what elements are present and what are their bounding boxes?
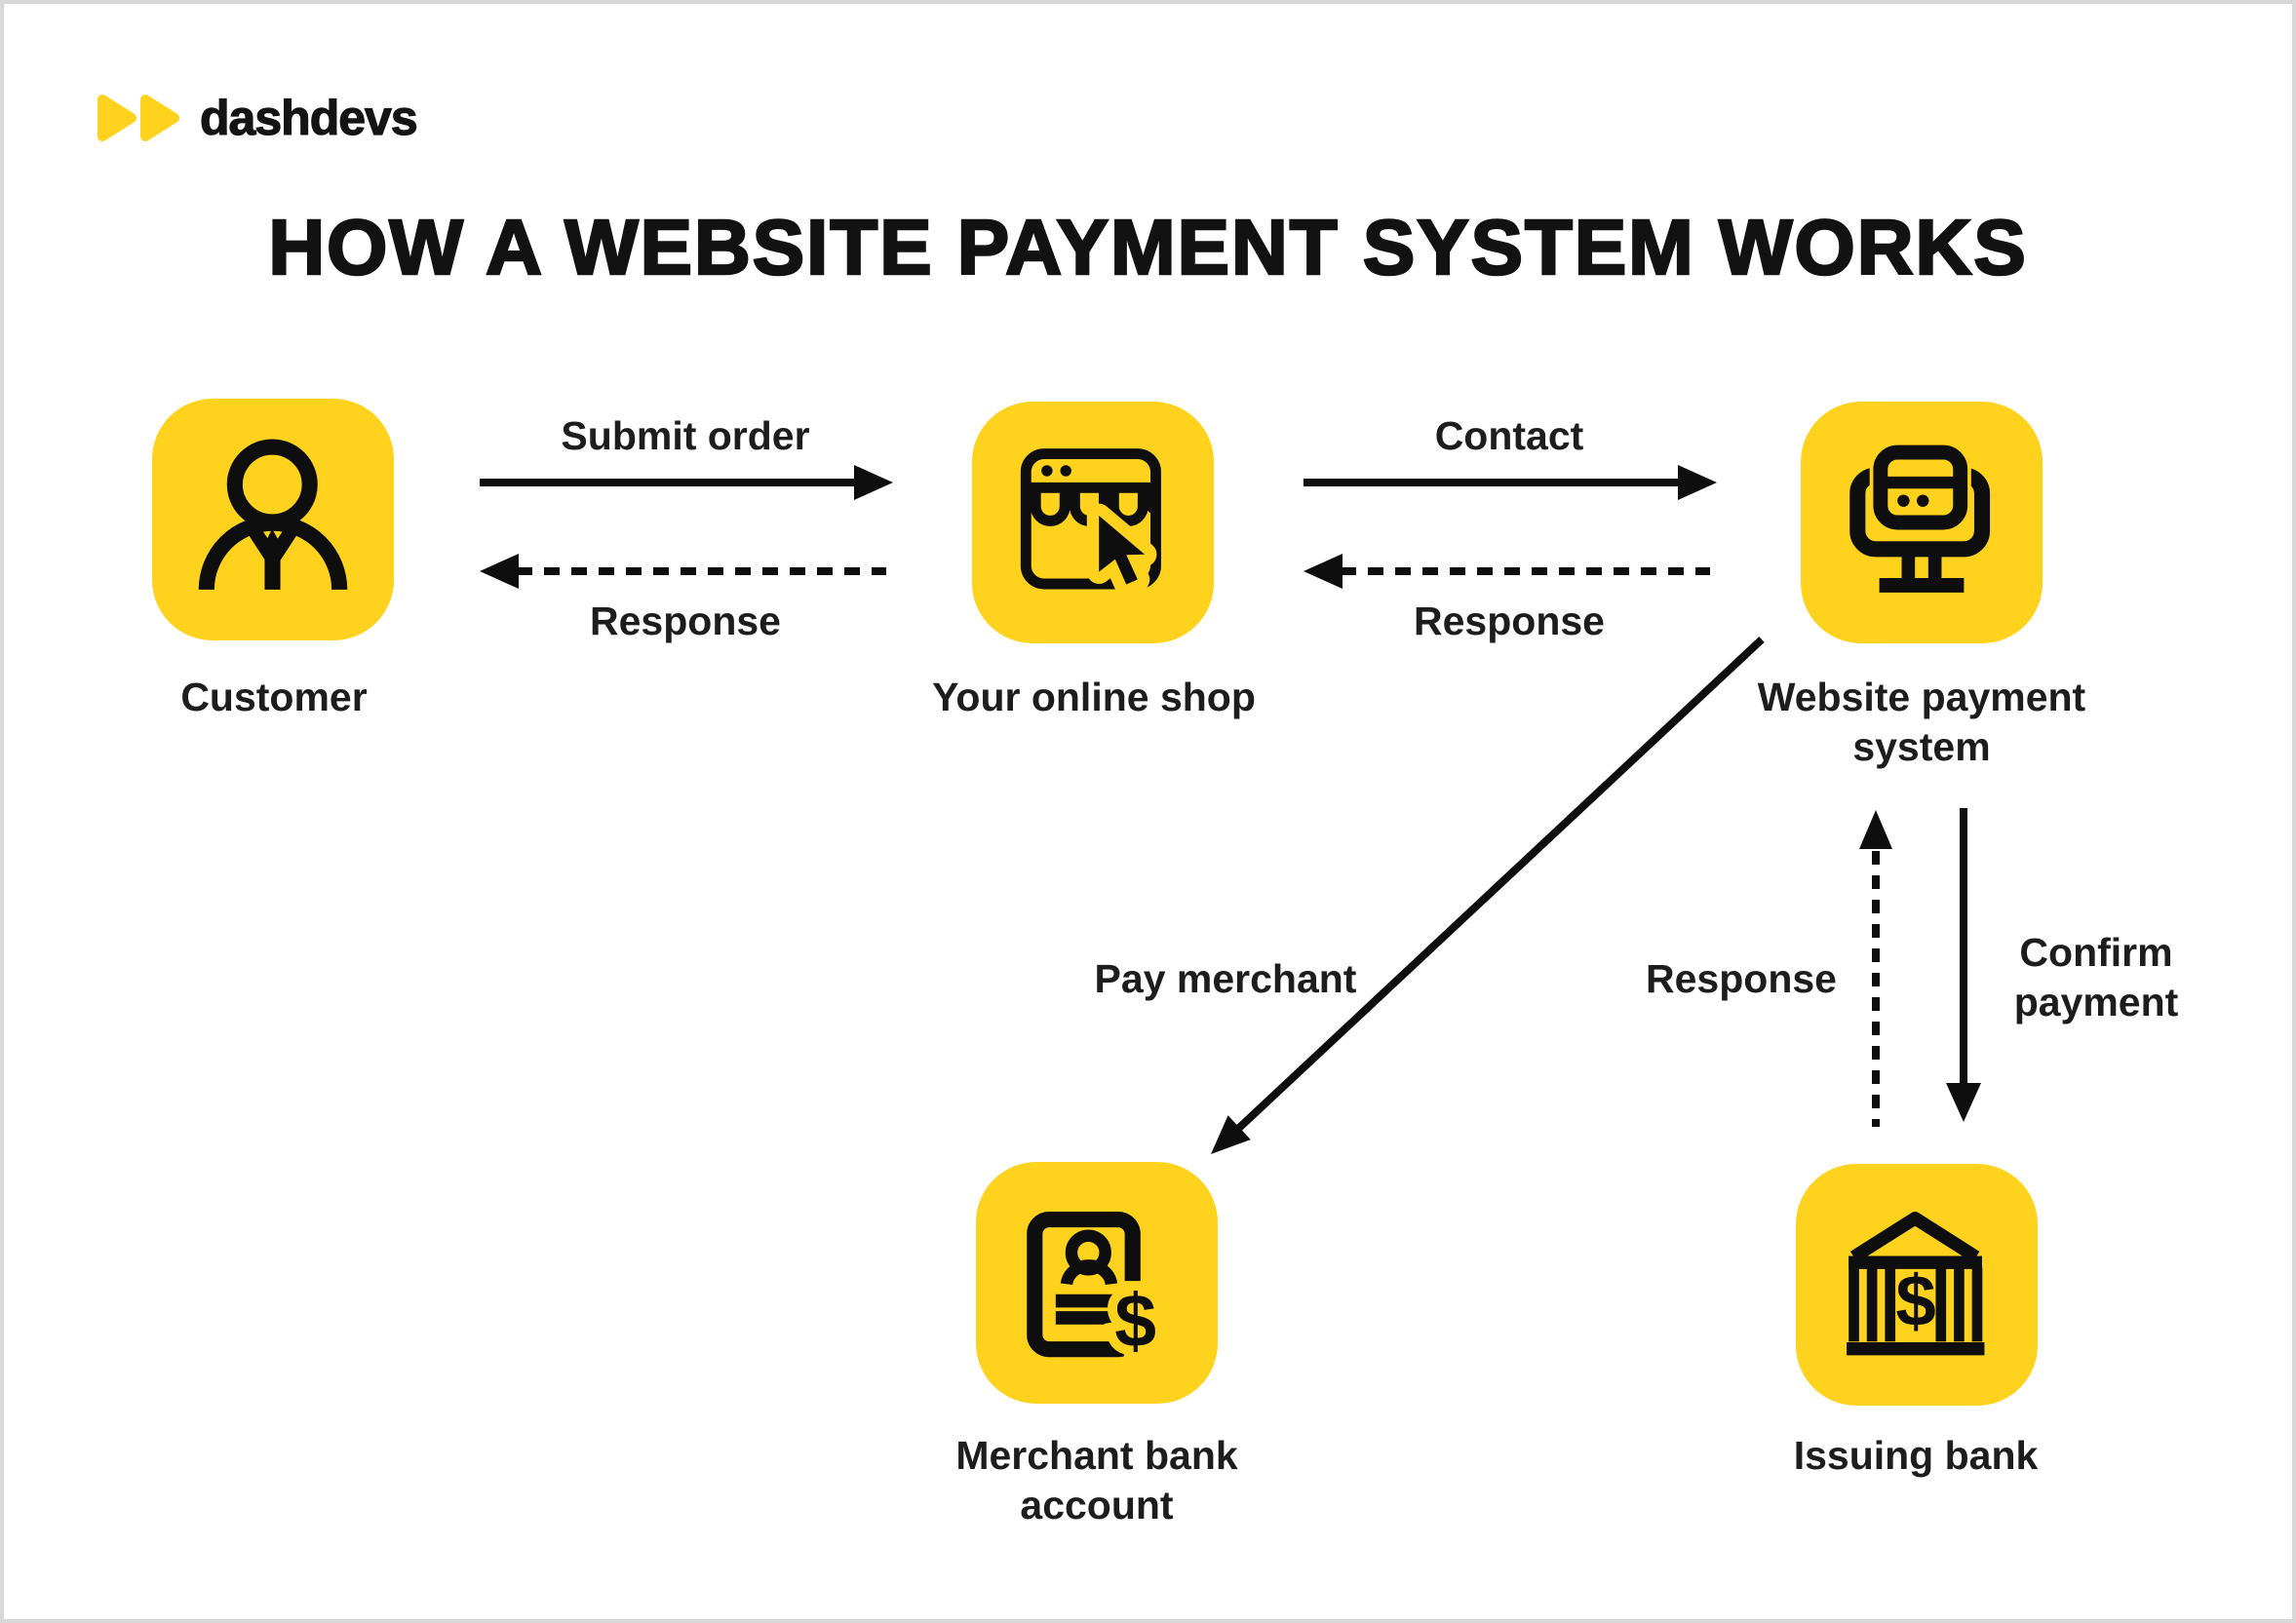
svg-text:$: $ — [1114, 1280, 1156, 1364]
edge-label-pay-merchant: Pay merchant — [1094, 956, 1357, 1001]
online-shop-node — [972, 402, 1214, 643]
customer-node — [152, 399, 394, 640]
payment-system-node — [1801, 402, 2043, 643]
edges-layer — [480, 465, 1981, 1154]
merchant-bank-label: Merchant bank account — [955, 1433, 1238, 1528]
edge-label-issuing-response: Response — [1646, 956, 1837, 1001]
edge-label-shop-response: Response — [590, 599, 781, 643]
edge-shop-response — [480, 554, 886, 589]
edge-contact — [1304, 465, 1717, 500]
edge-confirm-payment — [1946, 808, 1981, 1122]
edge-label-confirm-payment: Confirm payment — [2013, 930, 2179, 1025]
edge-label-contact: Contact — [1434, 413, 1584, 458]
logo: dashdevs — [97, 90, 418, 146]
edge-label-payment-response: Response — [1414, 599, 1605, 643]
svg-text:$: $ — [1114, 1280, 1156, 1364]
merchant-bank-node: $ $ — [976, 1162, 1218, 1404]
logo-text: dashdevs — [199, 90, 418, 145]
bank-statement-icon: $ $ — [1027, 1211, 1166, 1373]
edge-payment-response — [1304, 554, 1710, 589]
edge-submit-order — [480, 465, 893, 500]
edge-label-submit-order: Submit order — [561, 413, 810, 458]
issuing-bank-label: Issuing bank — [1793, 1433, 2039, 1478]
card-monitor-icon — [1849, 441, 1991, 593]
shop-window-cursor-icon — [1020, 448, 1161, 597]
person-icon — [198, 439, 348, 591]
online-shop-label: Your online shop — [932, 675, 1256, 719]
edge-pay-merchant — [1211, 637, 1765, 1154]
svg-text:$: $ — [1895, 1260, 1935, 1341]
double-play-triangles-icon — [97, 95, 179, 141]
customer-label: Customer — [180, 675, 368, 719]
bank-building-icon: $ — [1847, 1212, 1985, 1356]
issuing-bank-node: $ — [1796, 1164, 2038, 1406]
edge-issuing-response — [1859, 810, 1892, 1127]
payment-system-label: Website payment system — [1757, 675, 2086, 770]
page-title: HOW A WEBSITE PAYMENT SYSTEM WORKS — [267, 203, 2028, 292]
